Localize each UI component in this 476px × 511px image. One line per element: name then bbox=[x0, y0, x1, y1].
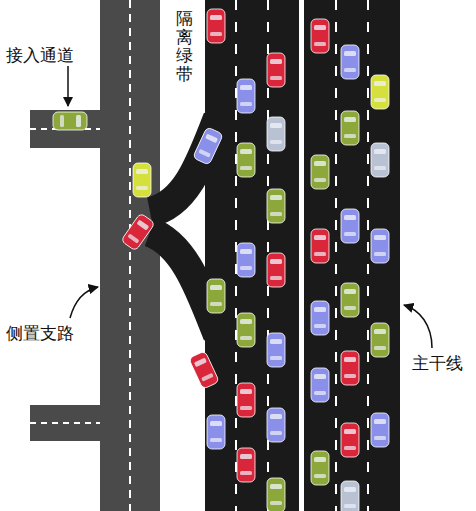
car bbox=[311, 229, 329, 263]
road-label: 隔离绿带 bbox=[175, 8, 194, 85]
car bbox=[311, 155, 329, 189]
access-road bbox=[30, 110, 105, 148]
car bbox=[237, 313, 255, 347]
median-line bbox=[299, 0, 304, 511]
car bbox=[267, 189, 285, 223]
car bbox=[311, 451, 329, 485]
road-label: 接入通道 bbox=[4, 44, 76, 66]
car bbox=[341, 351, 359, 385]
cars bbox=[53, 9, 389, 511]
car bbox=[371, 229, 389, 263]
car bbox=[189, 351, 220, 389]
car bbox=[311, 368, 329, 402]
car bbox=[267, 53, 285, 87]
car bbox=[371, 75, 389, 109]
road-label: 主干线 bbox=[410, 352, 465, 374]
car bbox=[341, 283, 359, 317]
car bbox=[267, 333, 285, 367]
car bbox=[341, 481, 359, 511]
leader-arrow bbox=[404, 305, 432, 348]
car bbox=[341, 45, 359, 79]
lane-line bbox=[30, 422, 100, 424]
lane-line bbox=[367, 0, 369, 511]
lane-line bbox=[335, 0, 337, 511]
car bbox=[207, 9, 225, 43]
car bbox=[267, 478, 285, 511]
car bbox=[311, 19, 329, 53]
car bbox=[237, 79, 255, 113]
car bbox=[237, 143, 255, 177]
car bbox=[193, 127, 224, 165]
car bbox=[341, 111, 359, 145]
lane-line bbox=[129, 0, 131, 511]
car bbox=[371, 143, 389, 177]
road-label: 侧置支路 bbox=[4, 322, 76, 344]
car bbox=[267, 117, 285, 151]
car bbox=[237, 448, 255, 482]
car bbox=[371, 413, 389, 447]
car bbox=[53, 112, 87, 130]
car bbox=[121, 213, 155, 251]
car bbox=[371, 323, 389, 357]
car bbox=[311, 301, 329, 335]
side-road bbox=[100, 0, 160, 511]
car bbox=[267, 408, 285, 442]
car bbox=[341, 423, 359, 457]
leader-arrow bbox=[67, 66, 69, 106]
car bbox=[207, 279, 225, 313]
car bbox=[133, 163, 151, 197]
car bbox=[237, 243, 255, 277]
car bbox=[237, 383, 255, 417]
leader-arrow bbox=[70, 287, 98, 318]
lane-lines bbox=[236, 0, 368, 511]
car bbox=[341, 209, 359, 243]
car bbox=[267, 253, 285, 287]
main-road bbox=[205, 0, 400, 511]
car bbox=[207, 415, 225, 449]
access-road bbox=[30, 405, 105, 441]
